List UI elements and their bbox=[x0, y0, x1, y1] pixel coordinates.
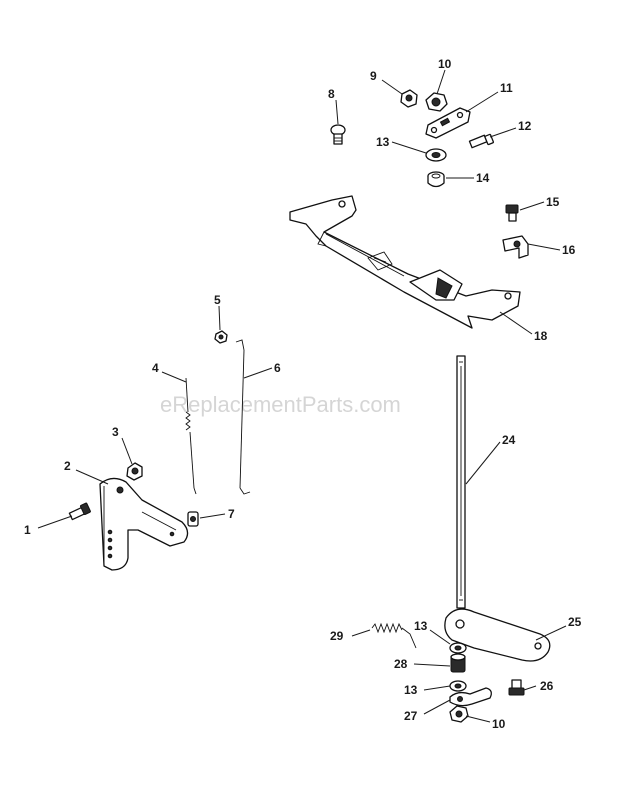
callout-10-top: 10 bbox=[438, 57, 452, 71]
callout-8: 8 bbox=[328, 87, 335, 101]
watermark: eReplacementParts.com bbox=[160, 392, 401, 417]
part-7-clip bbox=[187, 511, 199, 527]
callout-3: 3 bbox=[112, 425, 119, 439]
part-14-bushing bbox=[427, 171, 445, 188]
callout-4: 4 bbox=[152, 361, 159, 375]
part-10-nut-bottom bbox=[449, 705, 469, 723]
part-9-nut bbox=[400, 89, 418, 108]
part-28-spacer bbox=[450, 653, 466, 673]
part-8-bolt bbox=[330, 124, 346, 145]
part-6-link-rod bbox=[235, 339, 251, 495]
part-18-control-plate bbox=[289, 195, 521, 329]
callout-14: 14 bbox=[476, 171, 490, 185]
part-26-bolt bbox=[508, 679, 525, 696]
callouts: 1 2 3 4 5 6 7 8 9 10 11 12 13 14 15 16 1… bbox=[24, 57, 582, 731]
part-16-clip bbox=[502, 235, 529, 259]
callout-13-low: 13 bbox=[404, 683, 418, 697]
callout-6: 6 bbox=[274, 361, 281, 375]
part-27-arm bbox=[449, 687, 492, 707]
leader-lines bbox=[37, 69, 567, 723]
part-13-washer-top bbox=[425, 148, 447, 162]
callout-13-mid: 13 bbox=[414, 619, 428, 633]
part-4-spring-rod bbox=[185, 377, 197, 495]
part-5-nut bbox=[214, 330, 228, 344]
callout-26: 26 bbox=[540, 679, 554, 693]
callout-13-top: 13 bbox=[376, 135, 390, 149]
callout-27: 27 bbox=[404, 709, 418, 723]
callout-7: 7 bbox=[228, 507, 235, 521]
callout-11: 11 bbox=[500, 81, 513, 95]
part-11-bracket bbox=[425, 107, 471, 139]
callout-28: 28 bbox=[394, 657, 408, 671]
callout-10-bottom: 10 bbox=[492, 717, 506, 731]
part-1-bolt bbox=[68, 502, 91, 521]
callout-18: 18 bbox=[534, 329, 548, 343]
callout-5: 5 bbox=[214, 293, 221, 307]
callout-1: 1 bbox=[24, 523, 31, 537]
part-3-nut bbox=[126, 462, 143, 481]
part-24-shaft bbox=[456, 355, 466, 609]
part-2-governor-lever bbox=[99, 477, 189, 571]
callout-29: 29 bbox=[330, 629, 344, 643]
part-13-washer-mid bbox=[449, 642, 467, 654]
callout-25: 25 bbox=[568, 615, 582, 629]
callout-12: 12 bbox=[518, 119, 532, 133]
part-12-screw bbox=[468, 133, 495, 149]
part-13-washer-low bbox=[449, 680, 467, 692]
callout-2: 2 bbox=[64, 459, 71, 473]
callout-15: 15 bbox=[546, 195, 560, 209]
callout-24: 24 bbox=[502, 433, 516, 447]
part-29-spring bbox=[371, 622, 417, 649]
part-10-nut-top bbox=[425, 92, 448, 112]
part-15-bolt bbox=[505, 204, 519, 222]
callout-16: 16 bbox=[562, 243, 576, 257]
callout-9: 9 bbox=[370, 69, 377, 83]
part-25-lever-plate bbox=[444, 608, 551, 662]
